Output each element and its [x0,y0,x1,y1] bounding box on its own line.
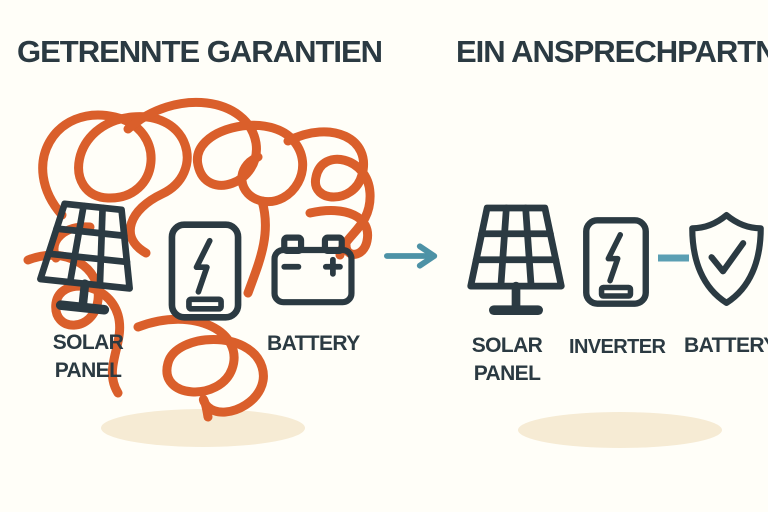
right-solar-label-line2: PANEL [473,361,541,385]
inverter-icon [167,220,243,322]
left-solar-panel-label: SOLAR PANEL [46,329,130,384]
battery-icon [271,231,355,307]
solar-panel-icon [29,195,146,325]
right-battery-label: BATTERY [684,334,768,357]
tangled-wires-icon [10,95,390,435]
right-inverter-label: INVERTER [569,336,666,358]
solar-panel-icon [463,202,569,322]
left-solar-label-line2: PANEL [54,358,122,382]
left-ground-shadow [101,409,305,447]
right-arrow-icon [384,243,442,269]
connector-line [657,254,690,262]
left-battery-label: BATTERY [267,332,360,355]
shield-check-icon [687,205,766,313]
right-solar-panel-label: SOLAR PANEL [466,332,548,387]
right-solar-label-line1: SOLAR [471,334,543,357]
right-ground-shadow [518,412,722,448]
left-section-title: GETRENNTE GARANTIEN [17,34,383,69]
right-section-title: EIN ANSPRECHPARTNER [456,34,768,69]
left-solar-label-line1: SOLAR [52,331,124,354]
inverter-icon [582,212,650,312]
